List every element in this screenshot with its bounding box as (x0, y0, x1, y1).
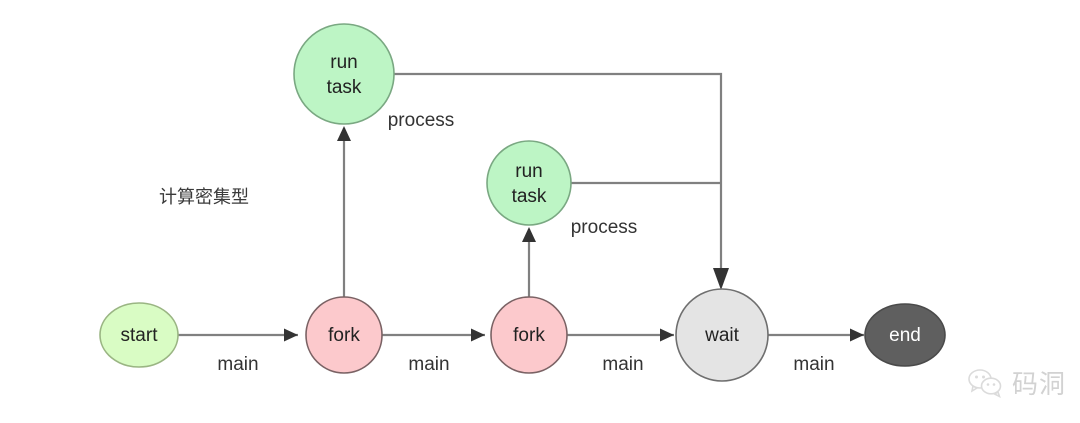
watermark-text: 码洞 (1011, 370, 1066, 400)
node-shape[interactable] (864, 303, 946, 367)
annotation-compute-intensive: 计算密集型 (159, 187, 249, 208)
edge-fork1-to-fork2 (382, 328, 485, 342)
node-runtask2[interactable]: run task (486, 140, 572, 226)
node-end[interactable]: end (864, 303, 946, 367)
node-fork1[interactable]: fork (305, 296, 383, 374)
edge-layer (178, 72, 864, 342)
node-runtask1-label-line1: run (330, 52, 357, 73)
edge-label-process-1: process (388, 110, 455, 131)
arrow-head-icon (713, 268, 729, 290)
edge-label-layer: main main main main process process (217, 110, 834, 375)
arrow-head-icon (522, 227, 536, 242)
node-shape[interactable] (675, 288, 769, 382)
node-wait[interactable]: wait (675, 288, 769, 382)
node-shape[interactable] (99, 302, 179, 368)
wechat-icon (968, 368, 1002, 398)
edge-line (394, 72, 723, 285)
node-start-label: start (121, 325, 159, 346)
edge-fork2-to-runtask2 (522, 227, 536, 297)
node-shape[interactable] (490, 296, 568, 374)
node-fork2-label: fork (513, 325, 545, 346)
edge-start-to-fork1 (178, 328, 298, 342)
node-shape[interactable] (305, 296, 383, 374)
edge-fork1-to-runtask1 (337, 126, 351, 297)
node-fork1-label: fork (328, 325, 360, 346)
edge-label-process-2: process (571, 217, 638, 238)
arrow-head-icon (850, 328, 864, 342)
edge-fork2-to-wait (567, 328, 674, 342)
node-runtask1[interactable]: run task (293, 23, 395, 125)
node-start[interactable]: start (99, 302, 179, 368)
node-runtask2-label-line2: task (512, 186, 547, 207)
node-shape[interactable] (293, 23, 395, 125)
edge-label-main-4: main (793, 354, 834, 375)
node-shape[interactable] (486, 140, 572, 226)
edge-runtask1-to-wait (394, 72, 729, 290)
node-layer: start fork fork wait end (99, 23, 946, 382)
edge-label-main-3: main (602, 354, 643, 375)
node-runtask2-label-line1: run (515, 161, 542, 182)
watermark: 码洞 (967, 364, 1066, 401)
annotation-group: 计算密集型 (159, 187, 249, 208)
edge-label-main-2: main (408, 354, 449, 375)
edge-label-main-1: main (217, 354, 258, 375)
arrow-head-icon (284, 328, 298, 342)
node-end-label: end (889, 325, 921, 346)
node-wait-label: wait (704, 325, 740, 346)
arrow-head-icon (471, 328, 485, 342)
edge-wait-to-end (768, 328, 864, 342)
node-fork2[interactable]: fork (490, 296, 568, 374)
arrow-head-icon (660, 328, 674, 342)
node-runtask1-label-line2: task (327, 77, 362, 98)
arrow-head-icon (337, 126, 351, 141)
